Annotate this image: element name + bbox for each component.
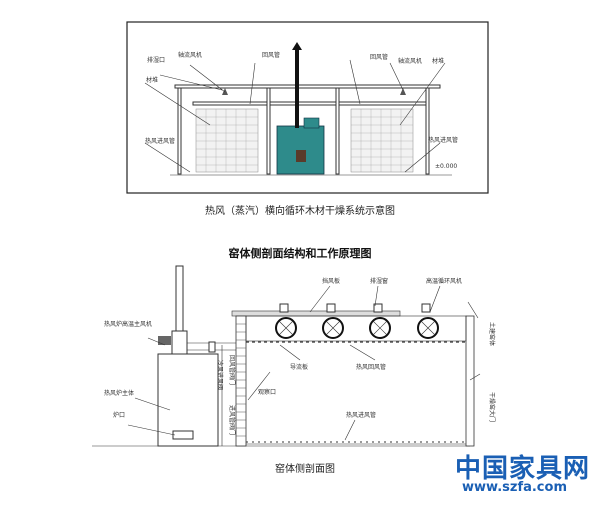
label-return-duct: 热风回风管 [356,363,386,371]
label-stack-right: 材堆 [432,57,444,65]
roof [174,84,441,89]
label-exhaust-vent: 排湿口 [147,56,165,64]
label-observe-port: 观察口 [258,388,276,396]
top-frame [126,21,489,194]
label-circulation-fan: 高温循环风机 [426,277,462,285]
bottom-diagram: 挡风板 排湿窗 高温循环风机 热风炉高温主风机 热风炉主体 炉口 回风管阀门 冷… [92,265,496,447]
label-stack-left: 材堆 [146,76,158,84]
label-furnace-door: 炉口 [113,411,125,419]
label-return-duct-left: 回风管 [262,51,280,59]
label-inlet-valve: 进风管阀门 [228,405,236,435]
up-arrow-icon [292,42,302,50]
watermark-logo: 中国家具网 [455,454,591,484]
label-axial-fan-right: 轴流风机 [398,57,422,65]
circulation-fans [275,303,439,339]
top-diagram: 排湿口 轴流风机 回风管 材堆 热风进风管 回风管 轴流风机 材堆 热风进风管 … [126,21,489,194]
label-cold-valve: 冷风进风阀 [216,360,224,390]
label-inlet-duct: 热风进风管 [346,411,376,419]
label-elevation: ±0.000 [435,163,457,170]
label-guide-plate: 导流板 [290,363,308,371]
label-return-valve: 回风管阀门 [228,355,236,385]
hot-air-furnace [276,42,325,175]
bottom-caption: 窑体侧剖面图 [275,462,335,475]
kiln-wall-right [465,315,475,447]
top-caption: 热风（蒸汽）横向循环木材干燥系统示意图 [205,204,395,217]
ceiling-plate [192,101,429,106]
label-kiln-body: 土建窑体 [488,322,496,346]
label-baffle: 挡风板 [322,277,340,285]
section-title: 窑体侧剖面结构和工作原理图 [229,246,372,260]
label-furnace-body: 热风炉主体 [104,389,134,397]
label-inlet-duct-left: 热风进风管 [145,137,175,145]
label-axial-fan-left: 轴流风机 [178,51,202,59]
wood-stack-left [195,108,259,173]
label-return-duct-right: 回风管 [370,53,388,61]
kiln-wall-left [235,315,247,447]
watermark-url: www.szfa.com [462,480,567,495]
furnace-door [172,430,194,440]
wood-stack-right [350,108,414,173]
chimney [175,265,184,335]
chimney [295,48,299,128]
label-exhaust-window: 排湿窗 [370,277,388,285]
label-kiln-door: 干燥窑大门 [488,392,496,422]
label-main-fan: 热风炉高温主风机 [104,320,152,328]
label-inlet-duct-right: 热风进风管 [428,136,458,144]
